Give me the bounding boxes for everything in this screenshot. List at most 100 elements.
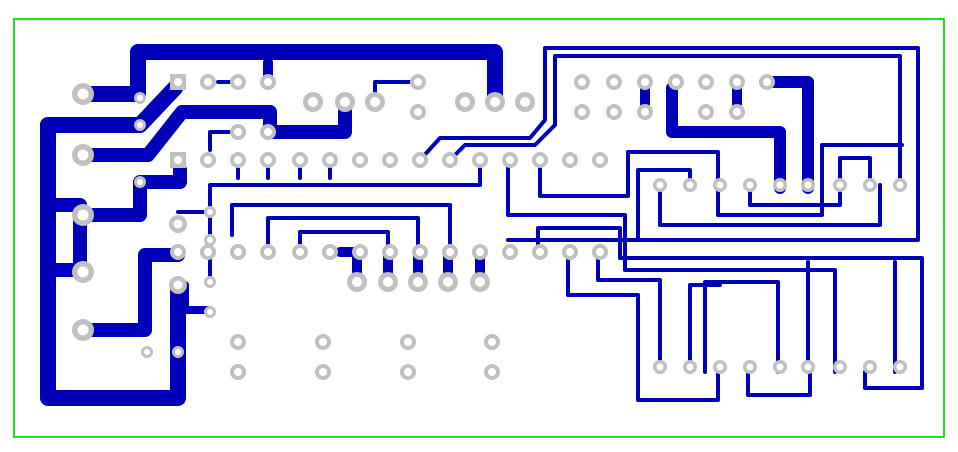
drill-hole: [476, 248, 484, 256]
drill-hole: [234, 128, 242, 136]
drill-hole: [776, 181, 784, 189]
drill-hole: [204, 78, 212, 86]
drill-hole: [476, 156, 484, 164]
drill-hole: [490, 97, 500, 107]
drill-hole: [686, 363, 694, 371]
drill-hole: [414, 78, 422, 86]
drill-hole: [234, 248, 242, 256]
drill-hole: [137, 122, 143, 128]
drill-hole: [296, 156, 304, 164]
drill-hole: [207, 209, 213, 215]
drill-hole: [204, 156, 212, 164]
right-thick-trace-1: [759, 76, 814, 194]
signal-trace-10: [636, 168, 692, 240]
drill-hole: [488, 338, 496, 346]
drill-hole: [506, 156, 514, 164]
drill-hole: [702, 108, 710, 116]
drill-hole: [836, 363, 844, 371]
drill-hole: [356, 248, 364, 256]
drill-hole: [175, 349, 181, 355]
drill-hole: [340, 97, 350, 107]
drill-hole: [173, 280, 183, 290]
drill-hole: [173, 219, 183, 229]
drill-hole: [686, 181, 694, 189]
drill-hole: [446, 156, 454, 164]
drill-hole: [308, 97, 318, 107]
drill-hole: [370, 97, 380, 107]
signal-trace-17: [596, 250, 662, 374]
signal-trace-16: [566, 250, 720, 402]
signal-trace-13: [266, 216, 420, 254]
signal-trace-14: [298, 230, 390, 254]
drill-hole: [77, 324, 89, 336]
drill-hole: [207, 309, 213, 315]
drill-hole: [77, 209, 89, 221]
drill-hole: [610, 78, 618, 86]
drill-hole: [475, 277, 485, 287]
drill-hole: [733, 78, 741, 86]
drill-hole: [174, 156, 182, 164]
drill-hole: [386, 248, 394, 256]
drill-hole: [137, 95, 143, 101]
signal-trace-19: [703, 280, 780, 374]
drill-hole: [866, 181, 874, 189]
drill-hole: [804, 181, 812, 189]
signal-trace-12: [230, 203, 452, 254]
mid-trace-a: [76, 95, 352, 162]
drill-hole: [866, 363, 874, 371]
drill-hole: [383, 277, 393, 287]
drill-hole: [641, 108, 649, 116]
drill-hole: [234, 368, 242, 376]
drill-hole: [488, 368, 496, 376]
drill-hole: [296, 248, 304, 256]
drill-hole: [536, 248, 544, 256]
drill-hole: [234, 156, 242, 164]
drill-hole: [356, 156, 364, 164]
drill-hole: [446, 248, 454, 256]
drill-hole: [460, 97, 470, 107]
signal-trace-18: [688, 283, 722, 374]
drill-hole: [204, 248, 212, 256]
drill-hole: [416, 156, 424, 164]
signal-trace-4: [418, 46, 920, 242]
ground-trace-loop: [75, 44, 503, 108]
drill-hole: [264, 78, 272, 86]
drill-hole: [174, 248, 182, 256]
signal-trace-7: [506, 158, 837, 374]
drill-hole: [610, 108, 618, 116]
lower-left-trace: [76, 248, 185, 337]
drill-hole: [352, 277, 362, 287]
drill-hole: [404, 368, 412, 376]
drill-hole: [746, 363, 754, 371]
signal-trace-3: [208, 130, 240, 152]
drill-hole: [137, 179, 143, 185]
drill-hole: [413, 277, 423, 287]
drill-hole: [596, 248, 604, 256]
drill-hole: [264, 156, 272, 164]
drill-hole: [656, 181, 664, 189]
drill-hole: [578, 78, 586, 86]
drill-hole: [716, 181, 724, 189]
drill-hole: [443, 277, 453, 287]
drill-hole: [746, 181, 754, 189]
drill-hole: [836, 181, 844, 189]
drill-hole: [763, 78, 771, 86]
drill-hole: [536, 156, 544, 164]
drill-hole: [77, 149, 89, 161]
drill-hole: [77, 88, 89, 100]
drill-hole: [596, 156, 604, 164]
thick-traces: [40, 44, 814, 406]
drill-hole: [319, 368, 327, 376]
drill-hole: [207, 237, 213, 243]
drill-hole: [566, 248, 574, 256]
vcc-trace-left: [40, 117, 186, 406]
drill-hole: [776, 363, 784, 371]
drill-hole: [207, 279, 213, 285]
drill-hole: [520, 97, 530, 107]
mid-trace-b: [76, 163, 187, 222]
drill-hole: [733, 108, 741, 116]
drill-hole: [716, 363, 724, 371]
drill-hole: [386, 156, 394, 164]
right-thick-trace-2: [666, 82, 786, 194]
